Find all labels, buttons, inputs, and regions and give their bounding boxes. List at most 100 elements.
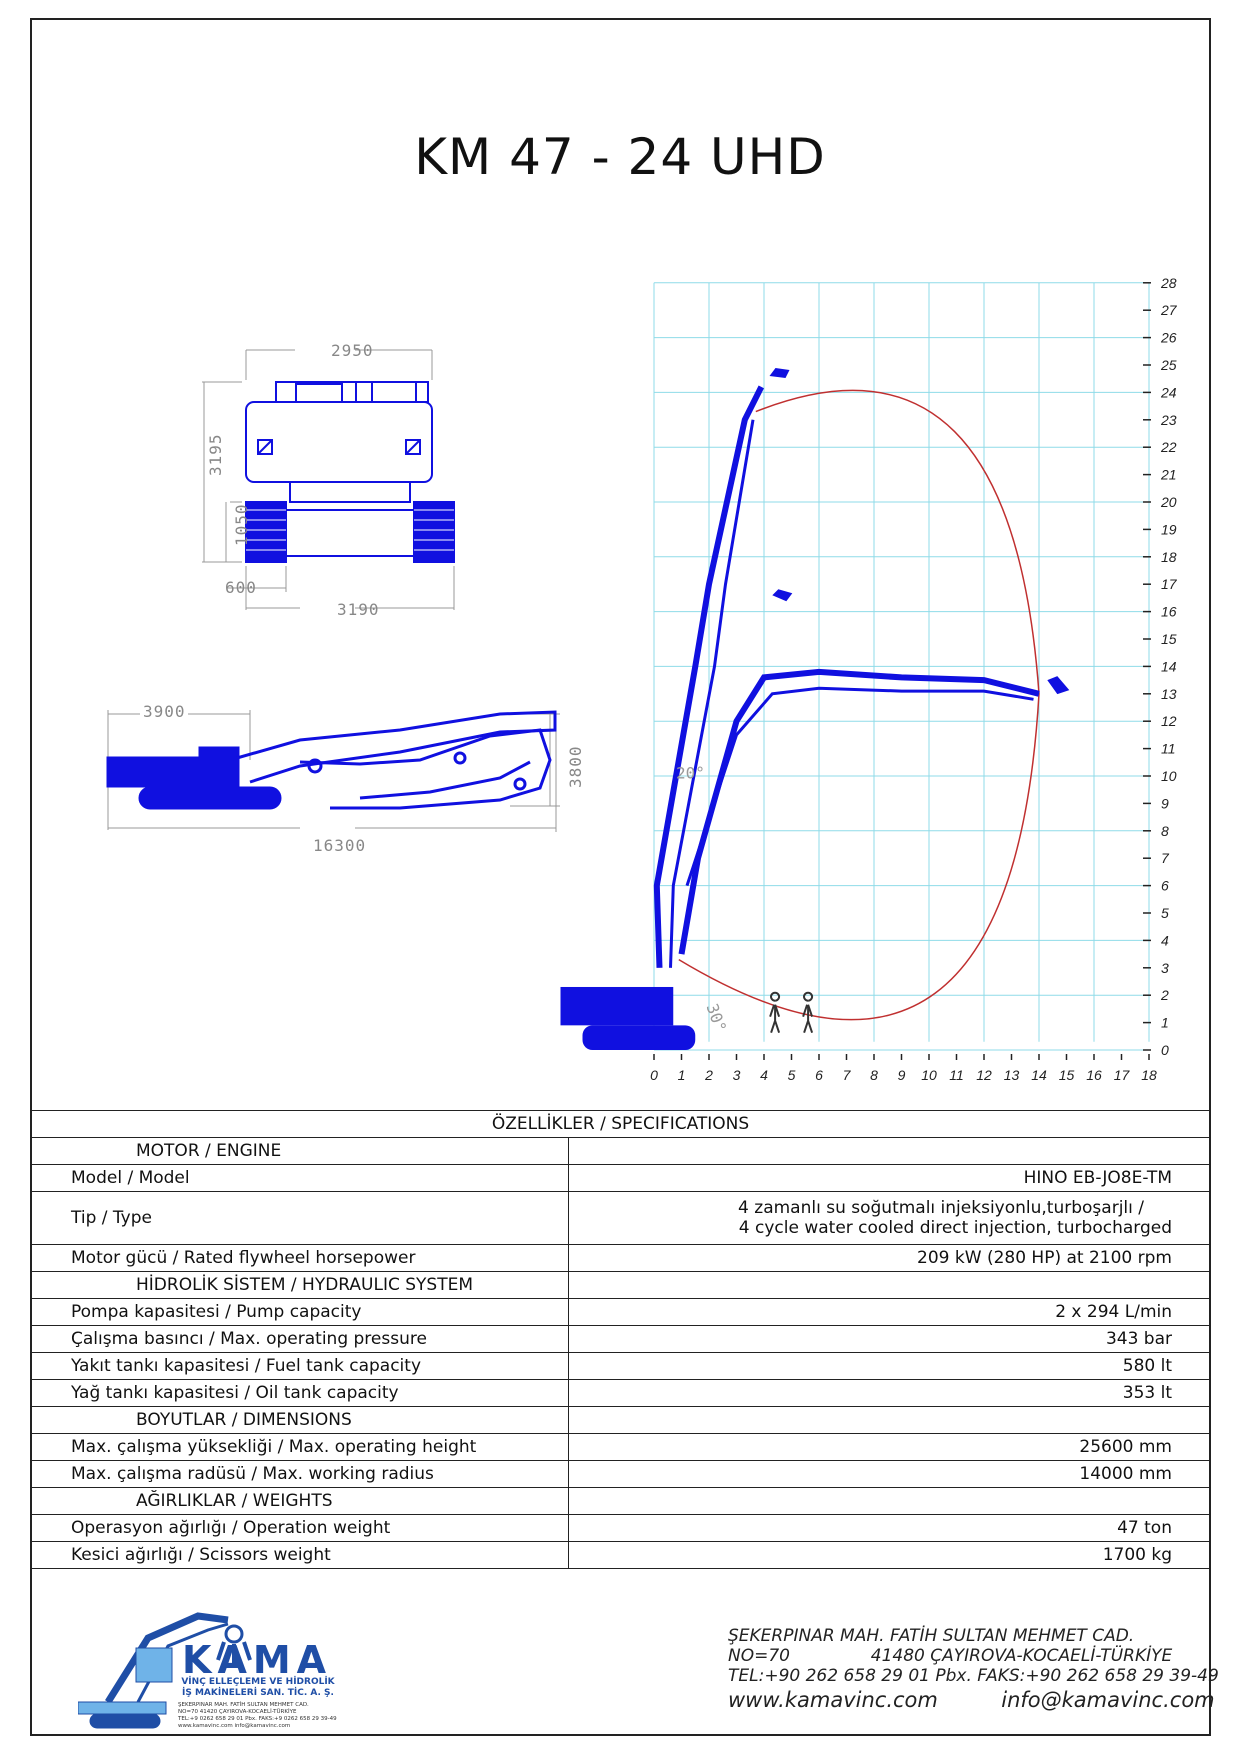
spec-label: Pompa kapasitesi / Pump capacity	[30, 1298, 569, 1326]
x-tick-label: 16	[1086, 1067, 1102, 1080]
machine-body	[560, 986, 674, 1026]
spec-value: 47 ton	[568, 1514, 1211, 1542]
spec-label: Max. çalışma radüsü / Max. working radiu…	[30, 1460, 569, 1488]
y-tick-label: 18	[1161, 549, 1177, 565]
y-tick-label: 19	[1161, 521, 1177, 537]
spec-value: 343 bar	[568, 1325, 1211, 1353]
shear-tool-high	[772, 589, 793, 602]
x-tick-label: 0	[650, 1067, 658, 1080]
y-tick-label: 26	[1160, 330, 1177, 346]
person-scale-figure	[769, 991, 781, 1034]
spec-value-line1: 4 zamanlı su soğutmalı injeksiyonlu,turb…	[738, 1198, 1144, 1218]
company-email-link[interactable]: info@kamavinc.com	[1001, 1688, 1215, 1712]
specifications-table: ÖZELLİKLER / SPECIFICATIONS MOTOR / ENGI…	[30, 1110, 1211, 1569]
page-title: KM 47 - 24 UHD	[414, 128, 826, 186]
x-tick-label: 12	[976, 1067, 992, 1080]
spec-label: Kesici ağırlığı / Scissors weight	[30, 1541, 569, 1569]
y-tick-label: 7	[1161, 850, 1170, 866]
spec-row: Tip / Type 4 zamanlı su soğutmalı injeksi…	[30, 1191, 1211, 1245]
shear-tool-top	[769, 368, 790, 378]
y-tick-label: 21	[1160, 467, 1177, 483]
side-view-drawing	[106, 710, 560, 832]
y-tick-label: 1	[1161, 1015, 1169, 1031]
spec-row: Max. çalışma yüksekliği / Max. operating…	[30, 1433, 1211, 1461]
spec-row: Max. çalışma radüsü / Max. working radiu…	[30, 1460, 1211, 1488]
company-logo	[78, 1612, 252, 1729]
spec-value: 25600 mm	[568, 1433, 1211, 1461]
spec-section-row: HİDROLİK SİSTEM / HYDRAULIC SYSTEM	[30, 1271, 1211, 1299]
vertical-boom-inner	[669, 419, 755, 968]
front-view-drawing	[202, 349, 455, 610]
logo-subtitle-1: VİNÇ ELLEÇLEME VE HİDROLİK	[181, 1677, 335, 1687]
dim-side-front: 3900	[143, 702, 186, 721]
spec-label: Motor gücü / Rated flywheel horsepower	[30, 1244, 569, 1272]
y-tick-label: 0	[1161, 1042, 1169, 1058]
logo-brand: KAMA	[182, 1638, 333, 1682]
page-frame	[30, 18, 1211, 1736]
y-tick-label: 6	[1161, 878, 1169, 894]
x-tick-label: 2	[704, 1067, 713, 1080]
x-tick-label: 8	[870, 1067, 878, 1080]
shear-tool-reach	[1047, 676, 1070, 695]
spec-label: Model / Model	[30, 1164, 569, 1192]
spec-value: 580 lt	[568, 1352, 1211, 1380]
y-tick-label: 15	[1161, 631, 1177, 647]
spec-label: Max. çalışma yüksekliği / Max. operating…	[30, 1433, 569, 1461]
spec-label: Operasyon ağırlığı / Operation weight	[30, 1514, 569, 1542]
y-tick-label: 10	[1161, 768, 1177, 784]
company-address-line1: ŞEKERPINAR MAH. FATİH SULTAN MEHMET CAD.	[728, 1626, 1135, 1646]
reach-arc	[678, 389, 1040, 1021]
company-address-line2: NO=70 41480 ÇAYIROVA-KOCAELİ-TÜRKİYE	[728, 1646, 1219, 1666]
x-tick-label: 13	[1004, 1067, 1020, 1080]
x-tick-label: 15	[1059, 1067, 1075, 1080]
y-tick-label: 8	[1161, 823, 1169, 839]
spec-row: Yakıt tankı kapasitesi / Fuel tank capac…	[30, 1352, 1211, 1380]
spec-section-title: AĞIRLIKLAR / WEIGHTS	[30, 1487, 569, 1515]
x-tick-label: 6	[815, 1067, 823, 1080]
company-contacts: www.kamavinc.com info@kamavinc.com	[728, 1688, 1219, 1712]
logo-subtitle-2: İŞ MAKİNELERİ SAN. TİC. A. Ş.	[182, 1688, 334, 1698]
company-phone: TEL:+90 262 658 29 01 Pbx. FAKS:+90 262 …	[728, 1666, 1219, 1686]
spec-section-blank	[568, 1406, 1211, 1434]
horizontal-boom-inner	[685, 686, 1034, 887]
x-tick-label: 9	[898, 1067, 906, 1080]
x-tick-label: 17	[1114, 1067, 1131, 1080]
x-tick-label: 7	[843, 1067, 852, 1080]
spec-label: Çalışma basıncı / Max. operating pressur…	[30, 1325, 569, 1353]
y-tick-label: 23	[1160, 412, 1177, 428]
spec-value: 353 lt	[568, 1379, 1211, 1407]
logo-subtitle: VİNÇ ELLEÇLEME VE HİDROLİK İŞ MAKİNELERİ…	[178, 1677, 338, 1699]
spec-section-blank	[568, 1137, 1211, 1165]
x-tick-label: 10	[921, 1067, 937, 1080]
logo-address-4: www.kamavinc.com info@kamavinc.com	[178, 1723, 291, 1729]
x-tick-label: 3	[733, 1067, 741, 1080]
dim-track-gauge: 3190	[337, 600, 380, 619]
company-website-link[interactable]: www.kamavinc.com	[728, 1688, 938, 1712]
person-scale-figure	[802, 991, 814, 1034]
spec-section-title: BOYUTLAR / DIMENSIONS	[30, 1406, 569, 1434]
spec-value-line2: 4 cycle water cooled direct injection, t…	[738, 1218, 1172, 1238]
x-tick-label: 14	[1031, 1067, 1047, 1080]
spec-section-title: MOTOR / ENGINE	[30, 1137, 569, 1165]
logo-address: ŞEKERPINAR MAH. FATİH SULTAN MEHMET CAD.…	[178, 1702, 348, 1730]
dim-track-height: 1050	[232, 503, 251, 546]
dim-side-length: 16300	[313, 836, 367, 855]
x-tick-label: 18	[1141, 1067, 1157, 1080]
company-info: ŞEKERPINAR MAH. FATİH SULTAN MEHMET CAD.…	[728, 1626, 1219, 1712]
spec-label: Tip / Type	[30, 1191, 569, 1245]
y-tick-label: 13	[1161, 686, 1177, 702]
y-tick-label: 4	[1161, 932, 1169, 948]
y-tick-label: 14	[1161, 658, 1177, 674]
spec-label: Yağ tankı kapasitesi / Oil tank capacity	[30, 1379, 569, 1407]
spec-section-row: AĞIRLIKLAR / WEIGHTS	[30, 1487, 1211, 1515]
x-tick-label: 5	[788, 1067, 796, 1080]
spec-value: 209 kW (280 HP) at 2100 rpm	[568, 1244, 1211, 1272]
logo-address-2: NO=70 41420 ÇAYIROVA-KOCAELİ-TÜRKİYE	[178, 1709, 297, 1715]
company-address-no: NO=70	[728, 1646, 790, 1666]
y-tick-label: 16	[1161, 604, 1177, 620]
horizontal-boom	[678, 668, 1040, 955]
